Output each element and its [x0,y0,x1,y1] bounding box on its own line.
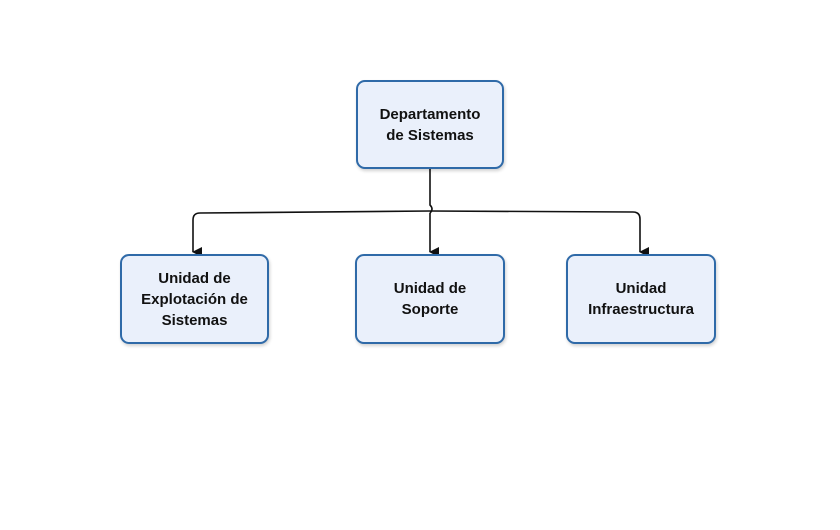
node-unidad-soporte[interactable]: Unidad de Soporte [355,254,505,344]
connector-root-trunk [429,169,433,214]
node-label: Unidad Infraestructura [588,280,694,318]
connector-to-explotacion [192,210,431,257]
node-departamento-de-sistemas[interactable]: Departamento de Sistemas [356,80,504,169]
node-label: Departamento de Sistemas [379,105,481,144]
node-unidad-explotacion[interactable]: Unidad de Explotación de Sistemas [120,254,269,344]
node-label: Unidad de Soporte [393,280,467,318]
node-unidad-infraestructura[interactable]: Unidad Infraestructura [566,254,716,344]
node-label: Unidad de Explotación de Sistemas [141,269,248,329]
connector-to-infraestructura [429,210,649,257]
